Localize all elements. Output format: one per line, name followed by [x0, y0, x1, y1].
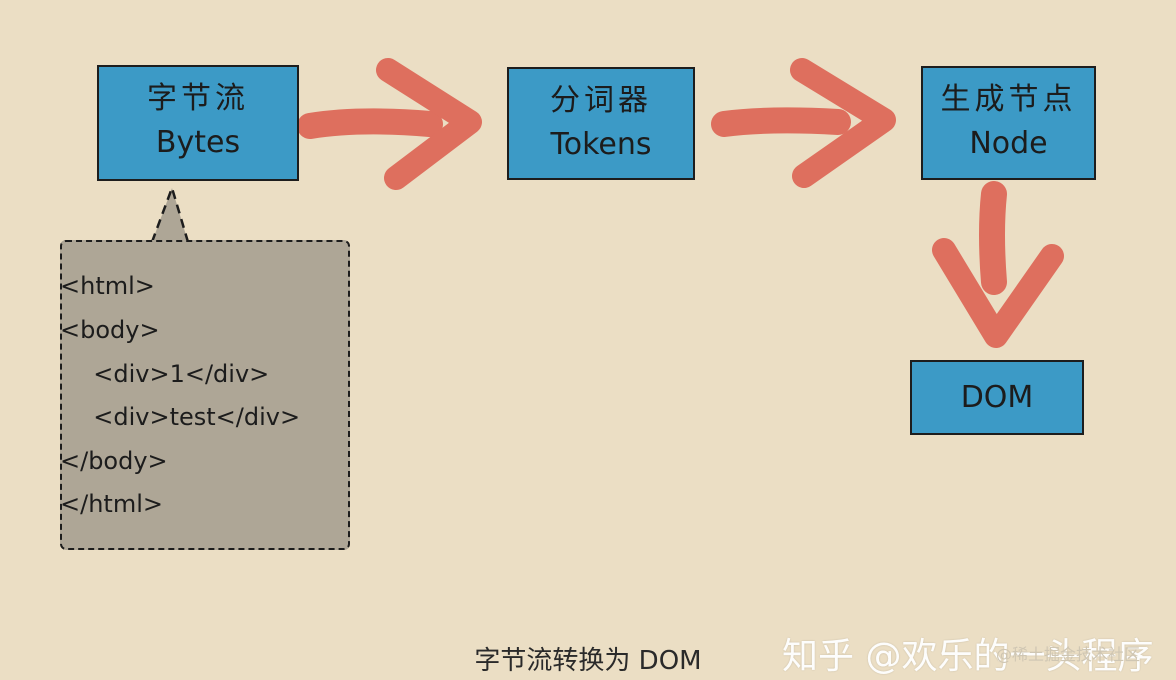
node-node-cn-label: 生成节点	[940, 82, 1077, 117]
arrow-node-to-dom	[932, 181, 1064, 348]
node-bytes: 字节流 Bytes	[97, 65, 299, 181]
node-bytes-en-label: Bytes	[155, 125, 241, 160]
code-line: <html>	[60, 272, 155, 300]
node-bytes-cn-label: 字节流	[147, 81, 249, 116]
node-node: 生成节点 Node	[921, 66, 1096, 180]
node-dom-label: DOM	[960, 380, 1034, 415]
bubble-tail-outline	[150, 184, 190, 243]
code-bubble	[60, 240, 350, 550]
code-line: <div>1</div>	[78, 360, 270, 388]
node-dom: DOM	[910, 360, 1084, 435]
watermark-zhihu: 知乎 @欢乐的一头程序	[782, 636, 1154, 677]
code-line: <body>	[60, 316, 160, 344]
code-line: <div>test</div>	[78, 403, 301, 431]
node-tokens: 分词器 Tokens	[507, 67, 695, 180]
code-line: </body>	[60, 447, 168, 475]
watermark-juejin: @稀土掘金技术社区	[996, 645, 1141, 664]
node-node-en-label: Node	[969, 126, 1048, 161]
figure-caption: 字节流转换为 DOM	[474, 646, 702, 676]
arrow-tokens-to-node	[711, 58, 896, 188]
node-tokens-en-label: Tokens	[550, 127, 652, 162]
node-tokens-cn-label: 分词器	[550, 83, 652, 118]
code-line: </html>	[60, 490, 163, 518]
bubble-tail	[152, 188, 188, 242]
arrow-bytes-to-tokens	[297, 58, 482, 190]
